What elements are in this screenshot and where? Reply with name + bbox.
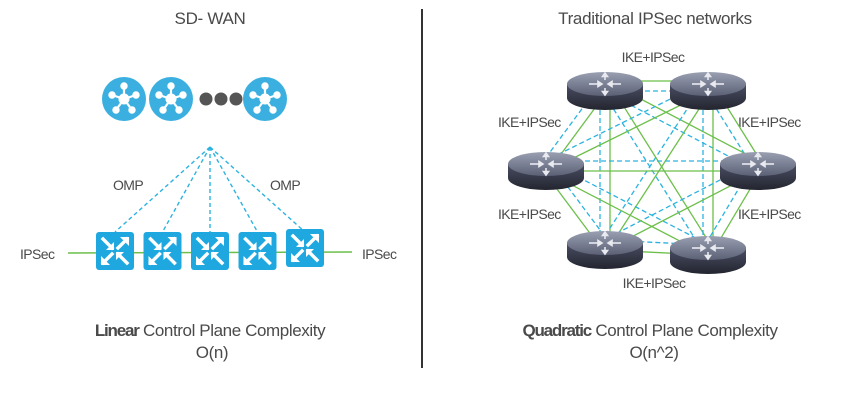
router-icon — [669, 71, 747, 111]
omp-label-left: OMP — [113, 177, 144, 193]
link-label-upper-left: IKE+IPSec — [498, 114, 561, 130]
router-icon — [566, 71, 644, 111]
link-label-lower-right: IKE+IPSec — [738, 206, 801, 222]
link-label-top: IKE+IPSec — [621, 49, 685, 65]
quadratic-caption-rest: Control Plane Complexity — [591, 321, 778, 340]
linear-complexity-caption: Linear Control Plane Complexity — [94, 321, 326, 341]
ipsec-tunnel-line — [608, 88, 713, 249]
edge-device-icon — [141, 230, 184, 272]
router-icon — [669, 235, 747, 275]
ike-session-line — [543, 80, 707, 163]
quadratic-keyword: Quadratic — [522, 321, 592, 340]
edge-device-icon — [189, 230, 231, 272]
router-icon — [507, 151, 585, 191]
linear-keyword: Linear — [94, 321, 140, 340]
controller-icon — [241, 75, 289, 123]
omp-session-line — [209, 146, 259, 233]
omp-label-right: OMP — [270, 177, 301, 193]
linear-caption-rest: Control Plane Complexity — [138, 321, 326, 340]
ipsec-networks-title: Traditional IPSec networks — [558, 9, 752, 28]
quadratic-order: O(n^2) — [629, 343, 679, 362]
edge-device-icon — [236, 230, 279, 272]
ellipsis-dot — [214, 92, 228, 106]
panel-divider — [421, 9, 423, 368]
omp-session-line — [114, 146, 211, 233]
quadratic-complexity-caption: Quadratic Control Plane Complexity — [522, 321, 777, 341]
controller-icon — [100, 75, 148, 123]
sdwan-title: SD- WAN — [174, 9, 246, 28]
router-icon — [719, 151, 797, 191]
link-label-lower-left: IKE+IPSec — [498, 206, 561, 222]
link-label-upper-right: IKE+IPSec — [738, 114, 801, 130]
edge-device-icon — [284, 227, 326, 269]
ellipsis-dot — [229, 92, 243, 106]
link-label-bottom: IKE+IPSec — [622, 275, 686, 291]
ellipsis-dot — [199, 92, 213, 106]
ipsec-tunnel-line — [608, 82, 713, 248]
controller-icon — [147, 75, 195, 123]
ipsec-label-left: IPSec — [20, 246, 55, 262]
ipsec-label-right: IPSec — [362, 246, 397, 262]
omp-session-line — [209, 146, 306, 233]
edge-device-icon — [94, 230, 136, 272]
router-icon — [566, 230, 644, 270]
omp-session-line — [161, 146, 211, 233]
linear-order: O(n) — [195, 343, 229, 362]
